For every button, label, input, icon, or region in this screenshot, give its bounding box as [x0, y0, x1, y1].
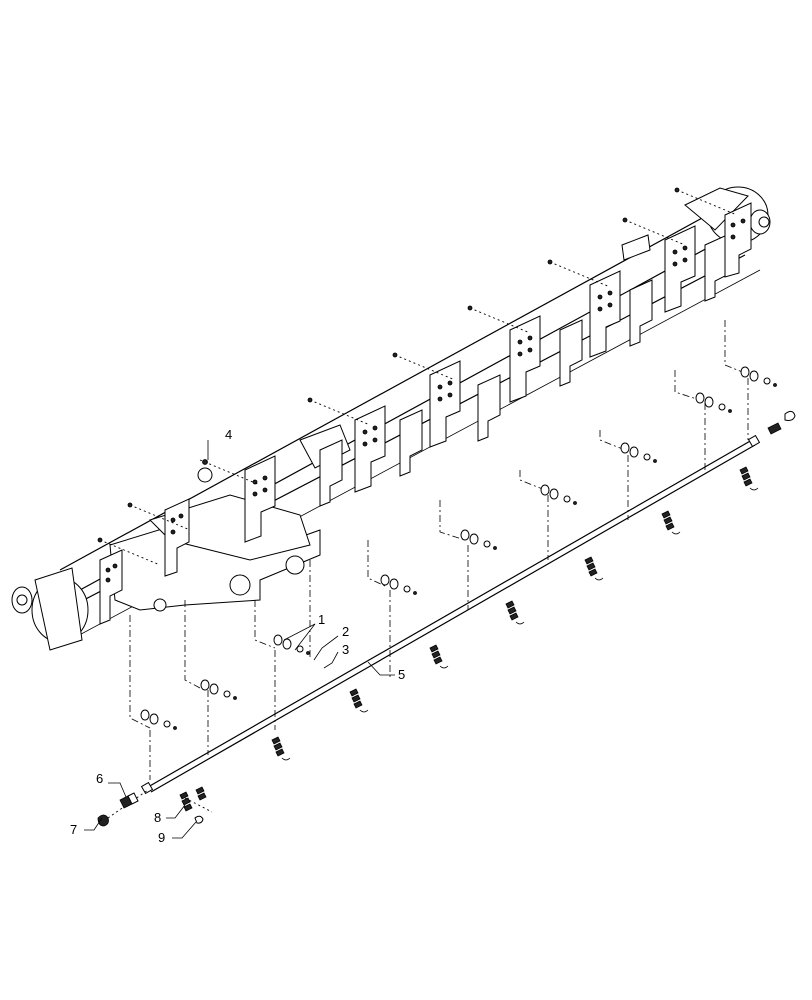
cap-part-7 — [97, 814, 109, 827]
callout-5: 5 — [398, 667, 405, 682]
spring-part-8 — [179, 786, 207, 812]
callout-3: 3 — [342, 642, 349, 657]
callout-labels: 1 2 3 4 5 6 7 8 9 — [70, 427, 405, 845]
clip-part-9 — [194, 815, 204, 824]
row-unit-brackets — [99, 202, 752, 625]
alignment-lines — [129, 320, 749, 780]
callout-4: 4 — [225, 427, 232, 442]
frame-beam — [11, 186, 771, 651]
top-bolt-centerlines — [99, 189, 738, 566]
leader-lines — [84, 440, 395, 839]
callout-7: 7 — [70, 822, 77, 837]
drive-shaft — [140, 434, 761, 795]
left-end-parts — [97, 786, 213, 827]
spring-clips — [271, 466, 759, 761]
callout-1: 1 — [318, 612, 325, 627]
top-bolts — [97, 187, 680, 543]
hardware-stacks — [140, 366, 777, 730]
callout-9: 9 — [158, 830, 165, 845]
right-end-coupler — [767, 410, 796, 435]
callout-6: 6 — [96, 771, 103, 786]
coupler-part-6 — [119, 792, 139, 809]
callout-2: 2 — [342, 624, 349, 639]
callout-8: 8 — [154, 810, 161, 825]
